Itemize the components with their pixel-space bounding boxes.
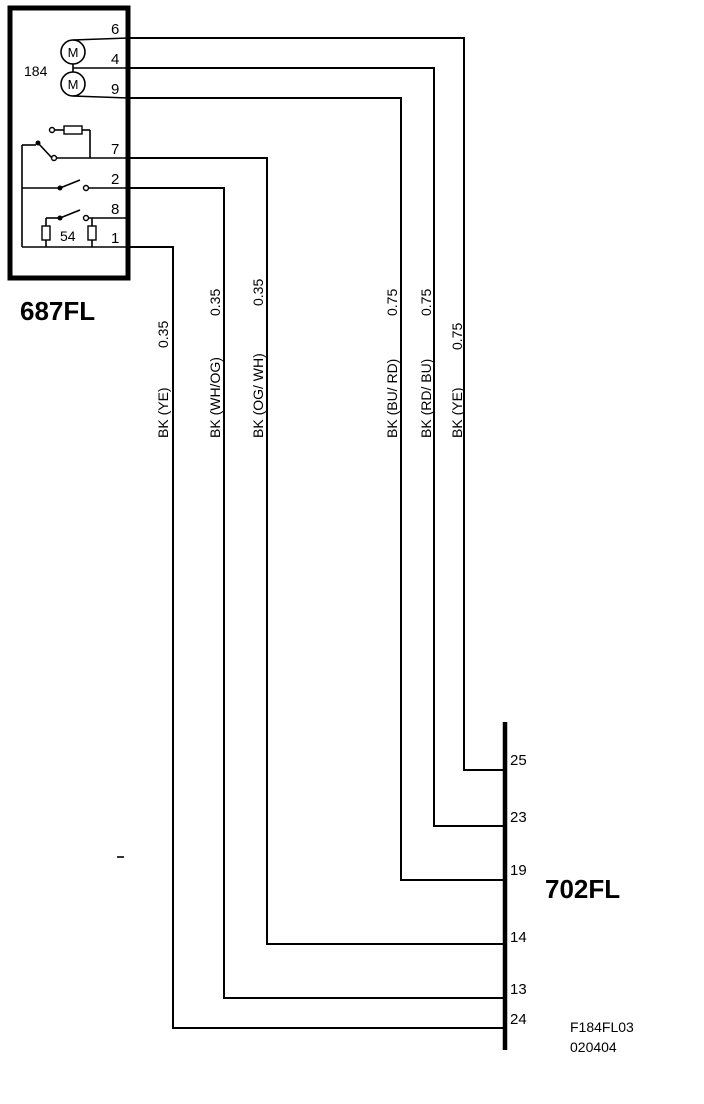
wire-label-color-1-24: BK (YE) xyxy=(155,387,171,438)
switch-upper xyxy=(22,125,128,162)
pin-label-1: 1 xyxy=(111,230,119,247)
wire-label-color-2-13: BK (WH/OG) xyxy=(207,357,223,438)
pin-label-4: 4 xyxy=(111,51,119,68)
component-687fl-box xyxy=(7,5,131,281)
wire-label-gauge-4-23: 0.75 xyxy=(418,289,434,316)
wire-2-13 xyxy=(127,187,506,999)
pin-label-9: 9 xyxy=(111,81,119,98)
wire-label-gauge-9-19: 0.75 xyxy=(384,289,400,316)
wire-label-gauge-6-25: 0.75 xyxy=(449,323,465,350)
component-687fl-label: 687FL xyxy=(20,296,95,326)
pin-label-25: 25 xyxy=(510,752,527,769)
wire-label-color-7-14: BK (OG/ WH) xyxy=(250,353,266,438)
wire-labels: BK (YE) 0.75 BK (RD/ BU) 0.75 BK (BU/ RD… xyxy=(155,279,465,438)
connector-702fl: 25 23 19 14 13 24 xyxy=(502,722,527,1050)
wire-1-24 xyxy=(127,246,506,1029)
pin-label-7: 7 xyxy=(111,141,119,158)
component-687fl: 184 M M xyxy=(7,5,131,281)
connector-702fl-label: 702FL xyxy=(545,874,620,904)
resistor-icon xyxy=(63,125,83,135)
motor-lead-9 xyxy=(72,95,129,99)
motor-lead-6 xyxy=(72,37,129,41)
wire-4-23 xyxy=(127,67,506,827)
drawing-code: F184FL03 xyxy=(570,1019,634,1035)
motor-label-upper: M xyxy=(68,45,79,60)
pin-label-8: 8 xyxy=(111,201,119,218)
relay-number: 54 xyxy=(60,228,76,244)
wires xyxy=(127,37,506,1029)
component-inner-code: 184 xyxy=(24,63,48,79)
pin-label-2: 2 xyxy=(111,171,119,188)
wire-label-gauge-2-13: 0.35 xyxy=(207,289,223,316)
wire-9-19 xyxy=(127,97,506,881)
relay-coil-right-icon xyxy=(87,225,97,241)
wire-label-gauge-1-24: 0.35 xyxy=(155,321,171,348)
drawing-date: 020404 xyxy=(570,1039,617,1055)
pin-label-13: 13 xyxy=(510,981,527,998)
motor-symbol-upper: M xyxy=(60,39,86,65)
pin-label-6: 6 xyxy=(111,21,119,38)
wire-label-color-6-25: BK (YE) xyxy=(449,387,465,438)
pin-label-14: 14 xyxy=(510,929,527,946)
wire-label-color-4-23: BK (RD/ BU) xyxy=(418,359,434,438)
wire-6-25 xyxy=(127,37,506,771)
pin-label-24: 24 xyxy=(510,1011,527,1028)
motor-symbol-lower: M xyxy=(60,71,86,97)
relay-switch-lower: 54 xyxy=(22,209,128,248)
pin-label-23: 23 xyxy=(510,809,527,826)
relay-coil-left-icon xyxy=(41,225,51,241)
wire-7-14 xyxy=(127,157,506,945)
switch-middle xyxy=(22,179,128,192)
wire-label-gauge-7-14: 0.35 xyxy=(250,279,266,306)
pin-label-19: 19 xyxy=(510,862,527,879)
wire-label-color-9-19: BK (BU/ RD) xyxy=(384,359,400,438)
motor-label-lower: M xyxy=(68,77,79,92)
